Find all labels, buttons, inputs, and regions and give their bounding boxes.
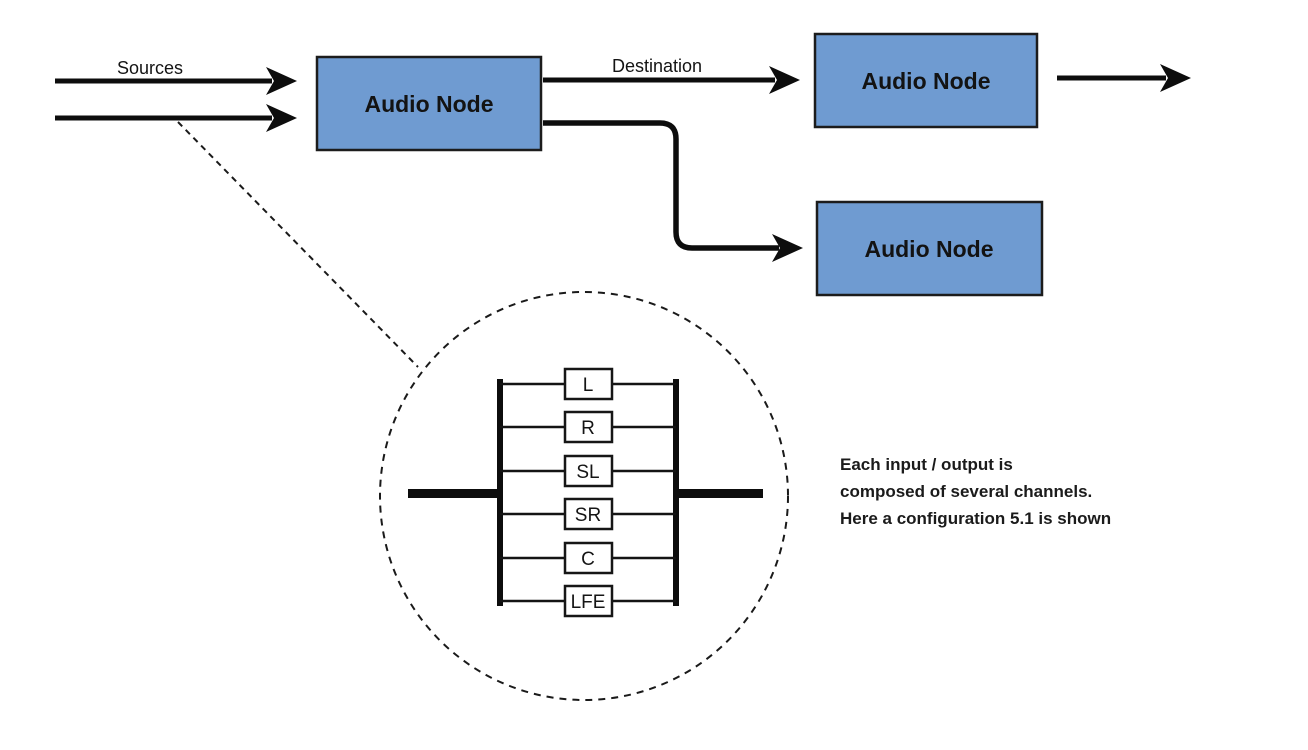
output-arrow-head-icon: [1160, 64, 1191, 92]
channel-config-detail: L R SL SR C: [408, 367, 763, 618]
note-line-1: Each input / output is: [840, 455, 1013, 474]
source-arrow-2-head-icon: [266, 104, 297, 132]
channel-row-c-box: [563, 541, 614, 575]
source-arrow-2: [55, 104, 297, 132]
channel-row-l-box: [563, 367, 614, 401]
channel-row-sl-box: [563, 454, 614, 488]
audio-node-3: Audio Node: [815, 200, 1044, 297]
channel-row-l: L: [500, 367, 676, 401]
branch-arrow-head-icon: [772, 234, 803, 262]
channel-row-sr-box: [563, 497, 614, 531]
audio-node-3-box: [815, 200, 1044, 297]
channel-row-c-label: C: [581, 549, 595, 570]
note-text: Each input / output is composed of sever…: [840, 455, 1111, 528]
channel-row-lfe-box: [563, 584, 614, 618]
audio-node-3-label: Audio Node: [864, 236, 993, 262]
note-line-3: Here a configuration 5.1 is shown: [840, 509, 1111, 528]
channel-row-r-label: R: [581, 418, 595, 439]
audio-node-2-label: Audio Node: [861, 68, 990, 94]
sources-label: Sources: [117, 58, 183, 78]
audio-node-1-box: [315, 55, 543, 152]
destination-arrow-head-icon: [769, 66, 800, 94]
channel-row-sl: SL: [500, 454, 676, 488]
channel-row-lfe: LFE: [500, 584, 676, 618]
channel-detail-circle: [379, 291, 789, 701]
channel-row-sr-label: SR: [575, 505, 601, 526]
audio-node-1-label: Audio Node: [364, 91, 493, 117]
branch-arrow-line: [543, 120, 779, 251]
source-arrow-1: [55, 67, 297, 95]
output-connection-line: [675, 489, 763, 498]
channel-row-c: C: [500, 541, 676, 575]
channel-row-r-box: [563, 410, 614, 444]
channel-row-r: R: [500, 410, 676, 444]
output-bus-bar: [673, 379, 679, 606]
input-bus-bar: [497, 379, 503, 606]
audio-node-1: Audio Node: [315, 55, 543, 152]
source-arrow-1-head-icon: [266, 67, 297, 95]
audio-node-2-box: [813, 32, 1039, 129]
note-line-2: composed of several channels.: [840, 482, 1092, 501]
channel-row-lfe-label: LFE: [571, 592, 606, 613]
callout-dashed-line: [177, 121, 419, 368]
input-connection-line: [408, 489, 503, 498]
channel-row-sr: SR: [500, 497, 676, 531]
channel-row-l-label: L: [583, 375, 594, 396]
audio-node-2: Audio Node: [813, 32, 1039, 129]
channel-row-sl-label: SL: [576, 462, 599, 483]
branch-arrow: [543, 120, 803, 262]
destination-label: Destination: [612, 56, 702, 76]
destination-arrow: [543, 66, 800, 94]
output-arrow: [1057, 64, 1191, 92]
